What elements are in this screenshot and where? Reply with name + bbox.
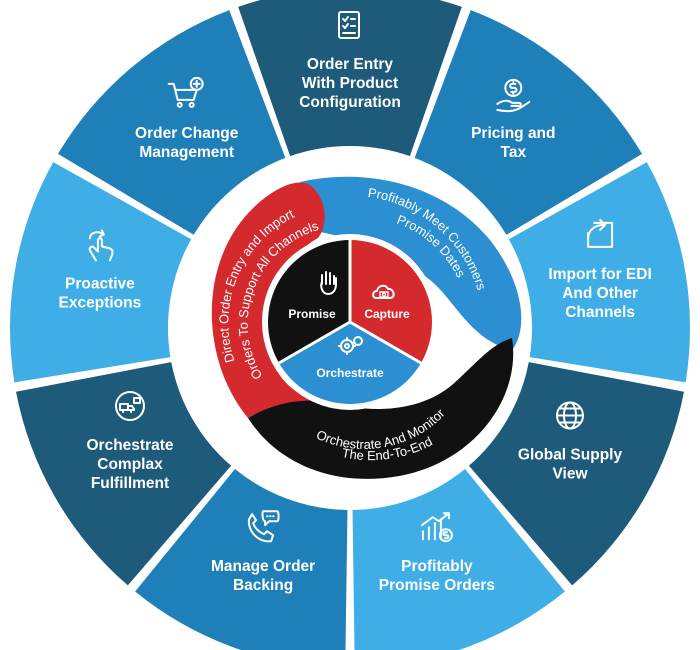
segment-label-line: Configuration — [299, 94, 401, 111]
segment-pricing — [414, 10, 643, 235]
hand-stop-icon — [320, 271, 337, 295]
segment-label-line: And Other — [562, 285, 638, 302]
segment-label-line: Global Supply — [518, 447, 623, 464]
globe-icon — [556, 401, 584, 430]
swipe-hand-icon — [88, 229, 114, 262]
segment-manage-backing — [135, 469, 348, 650]
black-arc-band — [248, 338, 514, 479]
segment-label-line: Promise Orders — [379, 577, 495, 594]
segment-label-line: Orchestrate — [86, 437, 173, 454]
checklist-icon — [338, 11, 360, 39]
segment-label-line: Proactive — [65, 275, 135, 292]
cloud-camera-icon — [372, 284, 395, 299]
growth-chart-icon — [420, 512, 453, 543]
segment-label-line: View — [552, 466, 588, 483]
segment-global-supply — [468, 362, 684, 586]
segment-label-line: Import for EDI — [548, 266, 651, 283]
core-orchestrate-label: Orchestrate — [316, 366, 384, 380]
hand-dollar-icon — [496, 78, 531, 113]
cart-add-icon — [167, 76, 204, 108]
segment-proactive-exceptions — [10, 162, 192, 383]
segment-order-change — [57, 10, 286, 235]
logistics-icon — [115, 391, 145, 421]
segment-label-line: Profitably — [401, 558, 473, 575]
segment-label-line: Complax — [97, 456, 163, 473]
middle-ring: Direct Order Entry and Import Orders To … — [174, 152, 526, 504]
segment-label-line: Exceptions — [59, 294, 142, 311]
core-circle: Promise Capture Orchestrate — [262, 234, 438, 410]
core-promise-label: Promise — [288, 307, 336, 321]
segment-label-line: Tax — [501, 144, 527, 161]
segment-label-line: Order Change — [135, 125, 239, 142]
segment-label-line: Pricing and — [471, 125, 555, 142]
segment-label-line: Manage Order — [211, 558, 315, 575]
segment-label-line: Order Entry — [307, 56, 394, 73]
segment-profitably-promise — [352, 469, 565, 650]
segment-order-entry — [238, 0, 462, 157]
export-icon — [587, 218, 614, 248]
segment-import-edi — [508, 162, 691, 383]
segment-label-line: Management — [139, 144, 234, 161]
segment-label-line: Fulfillment — [91, 475, 169, 492]
segment-label-line: Backing — [233, 577, 293, 594]
segment-orchestrate-fulfillment — [16, 362, 232, 586]
segment-label-line: Channels — [565, 304, 635, 321]
segment-label-line: With Product — [302, 75, 398, 92]
core-orchestrate-wedge — [279, 322, 421, 404]
core-capture-label: Capture — [364, 307, 410, 321]
phone-chat-icon — [247, 510, 280, 543]
gears-icon — [338, 336, 363, 355]
